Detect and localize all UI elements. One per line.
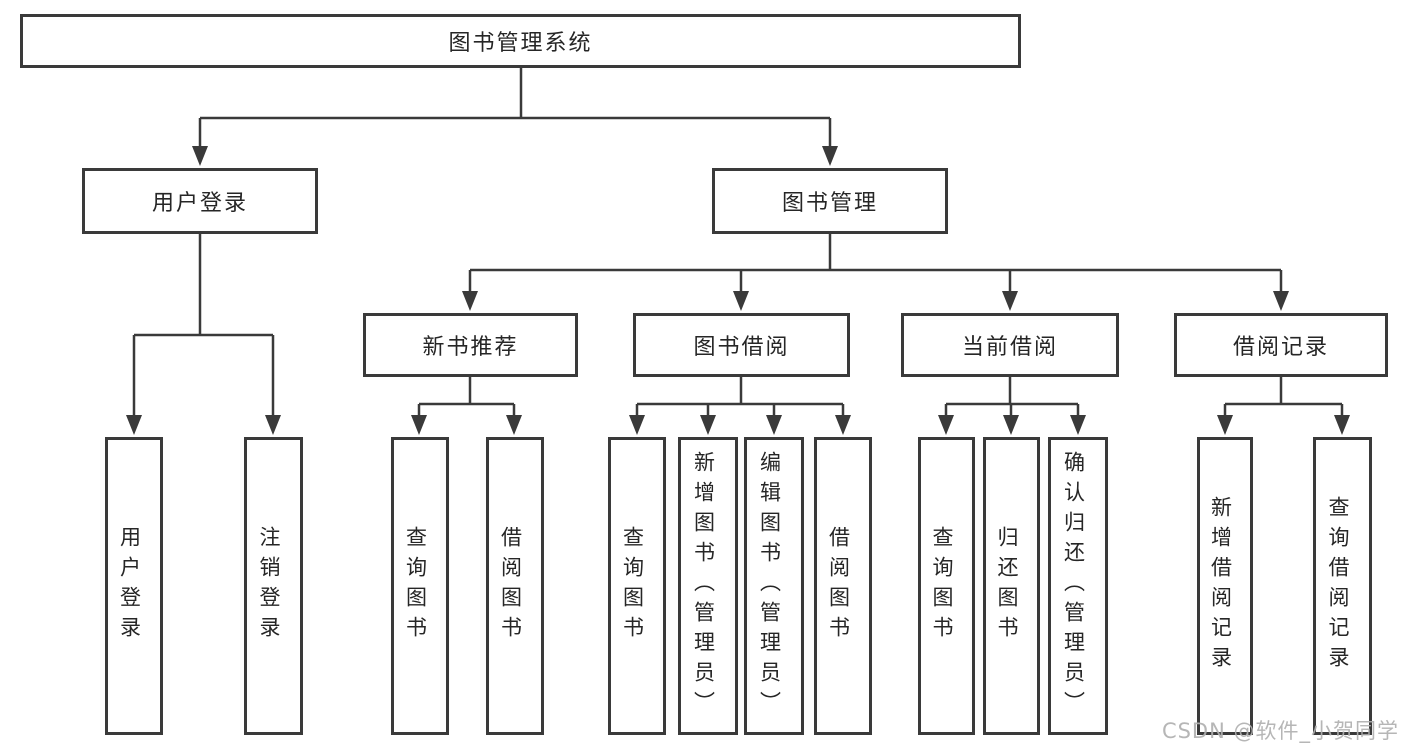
leaf-borrow-books: 借阅图书 (814, 437, 872, 735)
leaf-logout-label: 注销登录 (257, 526, 281, 646)
node-book-borrowing-label: 图书借阅 (693, 335, 790, 360)
leaf-logout: 注销登录 (244, 437, 303, 735)
leaf-query-borrow-record-label: 查询借阅记录 (1326, 496, 1350, 676)
node-user-login-label: 用户登录 (151, 191, 248, 216)
leaf-return-books-label: 归还图书 (995, 526, 1019, 646)
node-root: 图书管理系统 (20, 14, 1021, 68)
leaf-recommend-query-books: 查询图书 (391, 437, 449, 735)
node-book-borrowing: 图书借阅 (633, 313, 850, 377)
leaf-user-login: 用户登录 (105, 437, 163, 735)
leaf-edit-books-admin: 编辑图书（管理员） (744, 437, 804, 735)
leaf-confirm-return-admin-label: 确认归还（管理员） (1061, 451, 1086, 721)
node-new-book-recommend: 新书推荐 (363, 313, 578, 377)
leaf-user-login-label: 用户登录 (117, 526, 142, 646)
leaf-recommend-query-books-label: 查询图书 (403, 526, 428, 646)
leaf-borrow-query-books: 查询图书 (608, 437, 666, 735)
leaf-query-borrow-record: 查询借阅记录 (1313, 437, 1372, 735)
leaf-confirm-return-admin: 确认归还（管理员） (1048, 437, 1108, 735)
node-borrowing-records: 借阅记录 (1174, 313, 1388, 377)
leaf-add-books-admin: 新增图书（管理员） (678, 437, 738, 735)
leaf-return-books: 归还图书 (983, 437, 1040, 735)
node-borrowing-records-label: 借阅记录 (1232, 335, 1329, 360)
leaf-recommend-borrow-books-label: 借阅图书 (498, 526, 523, 646)
leaf-recommend-borrow-books: 借阅图书 (486, 437, 544, 735)
node-book-management: 图书管理 (712, 168, 948, 234)
node-root-label: 图书管理系统 (448, 31, 593, 56)
leaf-add-borrow-record: 新增借阅记录 (1197, 437, 1253, 735)
leaf-borrow-books-label: 借阅图书 (826, 526, 851, 646)
node-new-book-recommend-label: 新书推荐 (422, 335, 519, 360)
watermark: CSDN @软件_小贺同学 (1161, 719, 1399, 743)
node-current-borrowing: 当前借阅 (901, 313, 1119, 377)
leaf-edit-books-admin-label: 编辑图书（管理员） (757, 451, 782, 721)
leaf-borrow-query-books-label: 查询图书 (620, 526, 645, 646)
node-book-management-label: 图书管理 (781, 191, 878, 216)
leaf-add-books-admin-label: 新增图书（管理员） (691, 451, 716, 721)
node-user-login: 用户登录 (82, 168, 318, 234)
node-current-borrowing-label: 当前借阅 (961, 335, 1058, 360)
leaf-current-query-books-label: 查询图书 (930, 526, 954, 646)
leaf-current-query-books: 查询图书 (918, 437, 975, 735)
leaf-add-borrow-record-label: 新增借阅记录 (1208, 496, 1233, 676)
